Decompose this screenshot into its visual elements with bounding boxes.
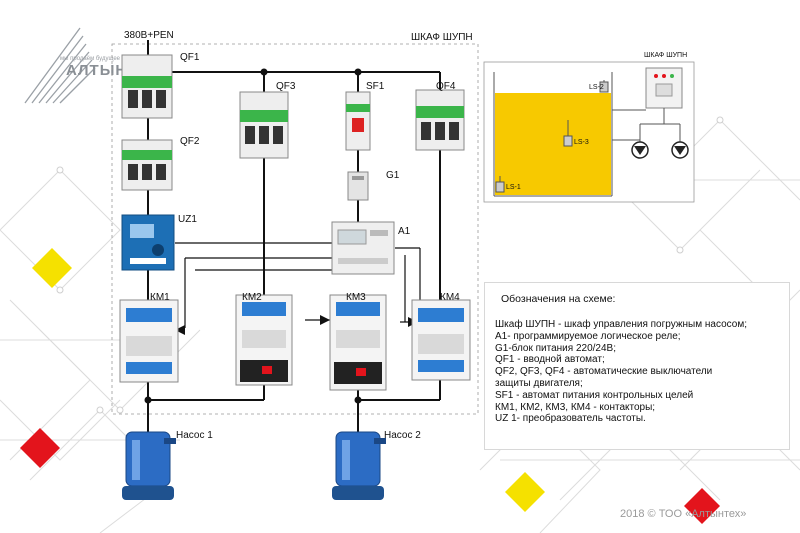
power-input-label: 380В+PEN (124, 30, 174, 41)
sf1-label: SF1 (366, 81, 385, 92)
g1-label: G1 (386, 170, 400, 181)
km4-contactor-icon (411, 299, 471, 381)
pump1-icon (122, 431, 176, 500)
km3-contactor-icon (329, 294, 387, 391)
legend-panel: Обозначения на схеме: Шкаф ШУПН - шкаф у… (484, 282, 790, 450)
cabinet-label: ШКАФ ШУПН (411, 32, 473, 43)
cabinet-frame (111, 43, 479, 415)
qf4-label: QF4 (436, 81, 456, 92)
legend-title: Обозначения на схеме: (501, 293, 616, 305)
tank-water (495, 93, 611, 195)
legend-line: Шкаф ШУПН - шкаф управления погружным на… (495, 319, 747, 330)
uz1-label: UZ1 (178, 214, 197, 225)
uz1-frequency-inverter-icon (121, 214, 175, 271)
km3-label: КМ3 (346, 292, 366, 303)
km2-contactor-icon (235, 294, 293, 386)
km4-label: КМ4 (440, 292, 460, 303)
legend-line: SF1 - автомат питания контрольных целей (495, 389, 694, 401)
legend-line: КМ1, КМ2, КМ3, КМ4 - контакторы; (495, 401, 656, 413)
pump1-label: Насос 1 (176, 430, 213, 441)
pump2-icon (332, 431, 386, 500)
company-logo-icon (24, 27, 96, 104)
qf2-label: QF2 (180, 136, 200, 147)
legend-line: UZ 1- пpеобразователь частоты. (495, 413, 646, 425)
qf1-breaker-icon (121, 54, 173, 119)
ls2-label: LS-2 (589, 84, 604, 91)
legend-list: Шкаф ШУПН - шкаф управления погружным на… (495, 319, 747, 425)
ls1-label: LS-1 (506, 184, 521, 191)
km1-contactor-icon (119, 299, 179, 383)
legend-line: G1-блок питания 220/24В; (495, 342, 616, 354)
legend-line: QF2, QF3, QF4 - автоматические выключате… (495, 366, 713, 378)
km1-label: КМ1 (150, 292, 170, 303)
legend-line: QF1 - вводной автомат; (495, 354, 605, 366)
g1-power-supply-icon (347, 171, 369, 201)
yellow-diamond-left (32, 248, 72, 288)
logo-slogan: мы продаём будущее (60, 56, 121, 62)
pump2-label: Насос 2 (384, 430, 421, 441)
footer-copyright: 2018 © ТОО «Алтынтех» (620, 508, 747, 520)
a1-label: A1 (398, 226, 411, 237)
qf3-breaker-icon (239, 91, 289, 159)
red-diamond-bottom (684, 488, 720, 524)
sf1-breaker-icon (345, 91, 371, 151)
qf4-breaker-icon (415, 89, 465, 151)
km2-label: КМ2 (242, 292, 262, 303)
tank-scheme (483, 61, 695, 203)
red-diamond-left (20, 428, 60, 468)
yellow-diamond-bottom (505, 472, 545, 512)
qf3-label: QF3 (276, 81, 296, 92)
qf1-label: QF1 (180, 52, 200, 63)
legend-line: А1- программируемое логическое реле; (495, 330, 681, 342)
a1-logic-relay-icon (331, 221, 395, 275)
tank-cabinet-label: ШКАФ ШУПН (644, 52, 688, 59)
legend-line: защиты двигателя; (495, 377, 583, 389)
qf2-breaker-icon (121, 139, 173, 191)
ls3-label: LS-3 (574, 139, 589, 146)
